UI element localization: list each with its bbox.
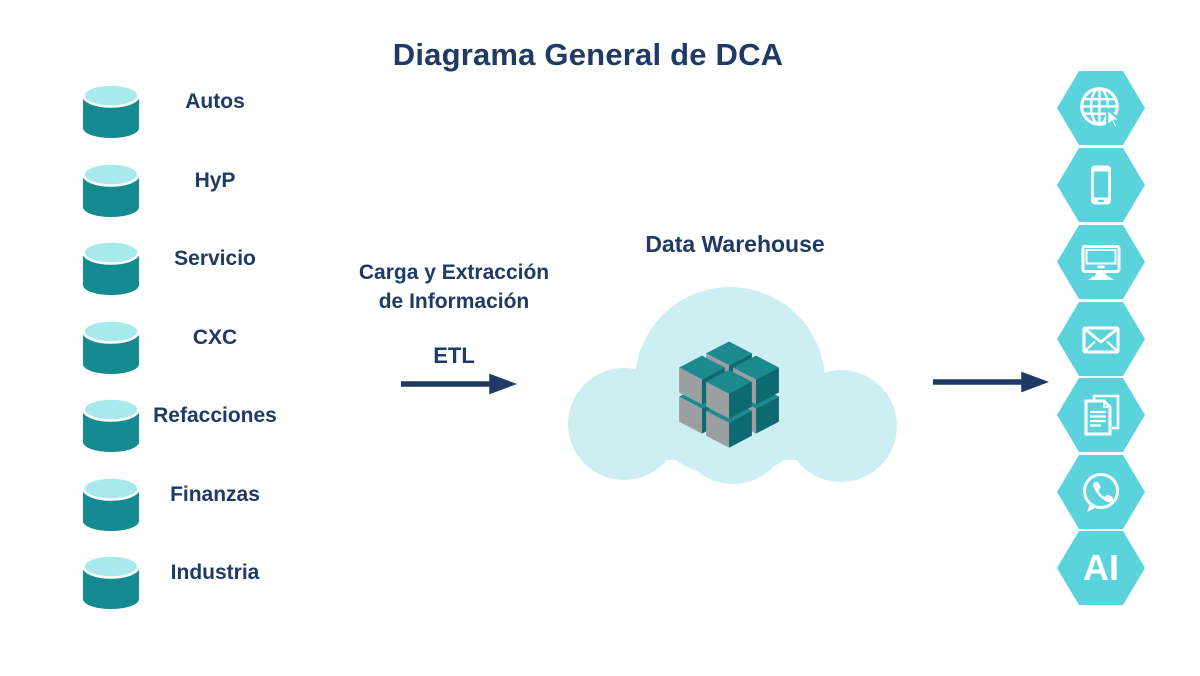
source-row-autos: Autos (82, 83, 342, 140)
database-cylinder-icon (82, 240, 140, 295)
output-hex-whatsapp (1057, 455, 1145, 529)
output-hex-email (1057, 302, 1145, 376)
output-hex-ai: AI (1057, 531, 1145, 605)
source-label: Finanzas (170, 483, 260, 506)
whatsapp-icon (1083, 473, 1119, 512)
database-cylinder-icon (82, 319, 140, 374)
source-label: CXC (192, 326, 238, 349)
smartphone-icon (1091, 165, 1111, 205)
source-row-cxc: CXC (82, 319, 342, 376)
output-arrow-icon (932, 371, 1050, 393)
etl-acronym: ETL (433, 343, 475, 368)
ai-badge: AI (1083, 547, 1119, 588)
document-report-icon (1084, 394, 1120, 436)
output-hex-web (1057, 71, 1145, 145)
diagram-title: Diagrama General de DCA (392, 37, 784, 72)
etl-caption: Carga y Extracción de Información (336, 258, 572, 316)
source-label: Autos (185, 90, 245, 113)
source-row-servicio: Servicio (82, 240, 342, 297)
database-cylinder-icon (82, 476, 140, 531)
source-row-industria: Industria (82, 554, 342, 611)
database-cylinder-icon (82, 162, 140, 217)
database-cylinder-icon (82, 554, 140, 609)
source-label: Servicio (174, 247, 256, 270)
source-label: Refacciones (153, 404, 277, 427)
source-row-finanzas: Finanzas (82, 476, 342, 533)
data-cube-icon (679, 341, 779, 448)
etl-arrow-icon (400, 373, 518, 395)
web-globe-cursor-icon (1080, 87, 1124, 130)
source-label: Industria (170, 561, 260, 584)
etl-caption-line2: de Información (378, 290, 530, 313)
database-cylinder-icon (82, 83, 140, 138)
source-row-refacciones: Refacciones (82, 397, 342, 454)
etl-caption-line1: Carga y Extracción (358, 261, 550, 284)
source-label: HyP (194, 169, 236, 192)
output-hex-report (1057, 378, 1145, 452)
warehouse-title: Data Warehouse (645, 231, 825, 257)
database-cylinder-icon (82, 397, 140, 452)
output-hex-desktop (1057, 225, 1145, 299)
email-envelope-icon (1082, 326, 1120, 354)
source-row-hyp: HyP (82, 162, 342, 219)
output-hex-mobile (1057, 148, 1145, 222)
desktop-monitor-icon (1081, 245, 1121, 280)
